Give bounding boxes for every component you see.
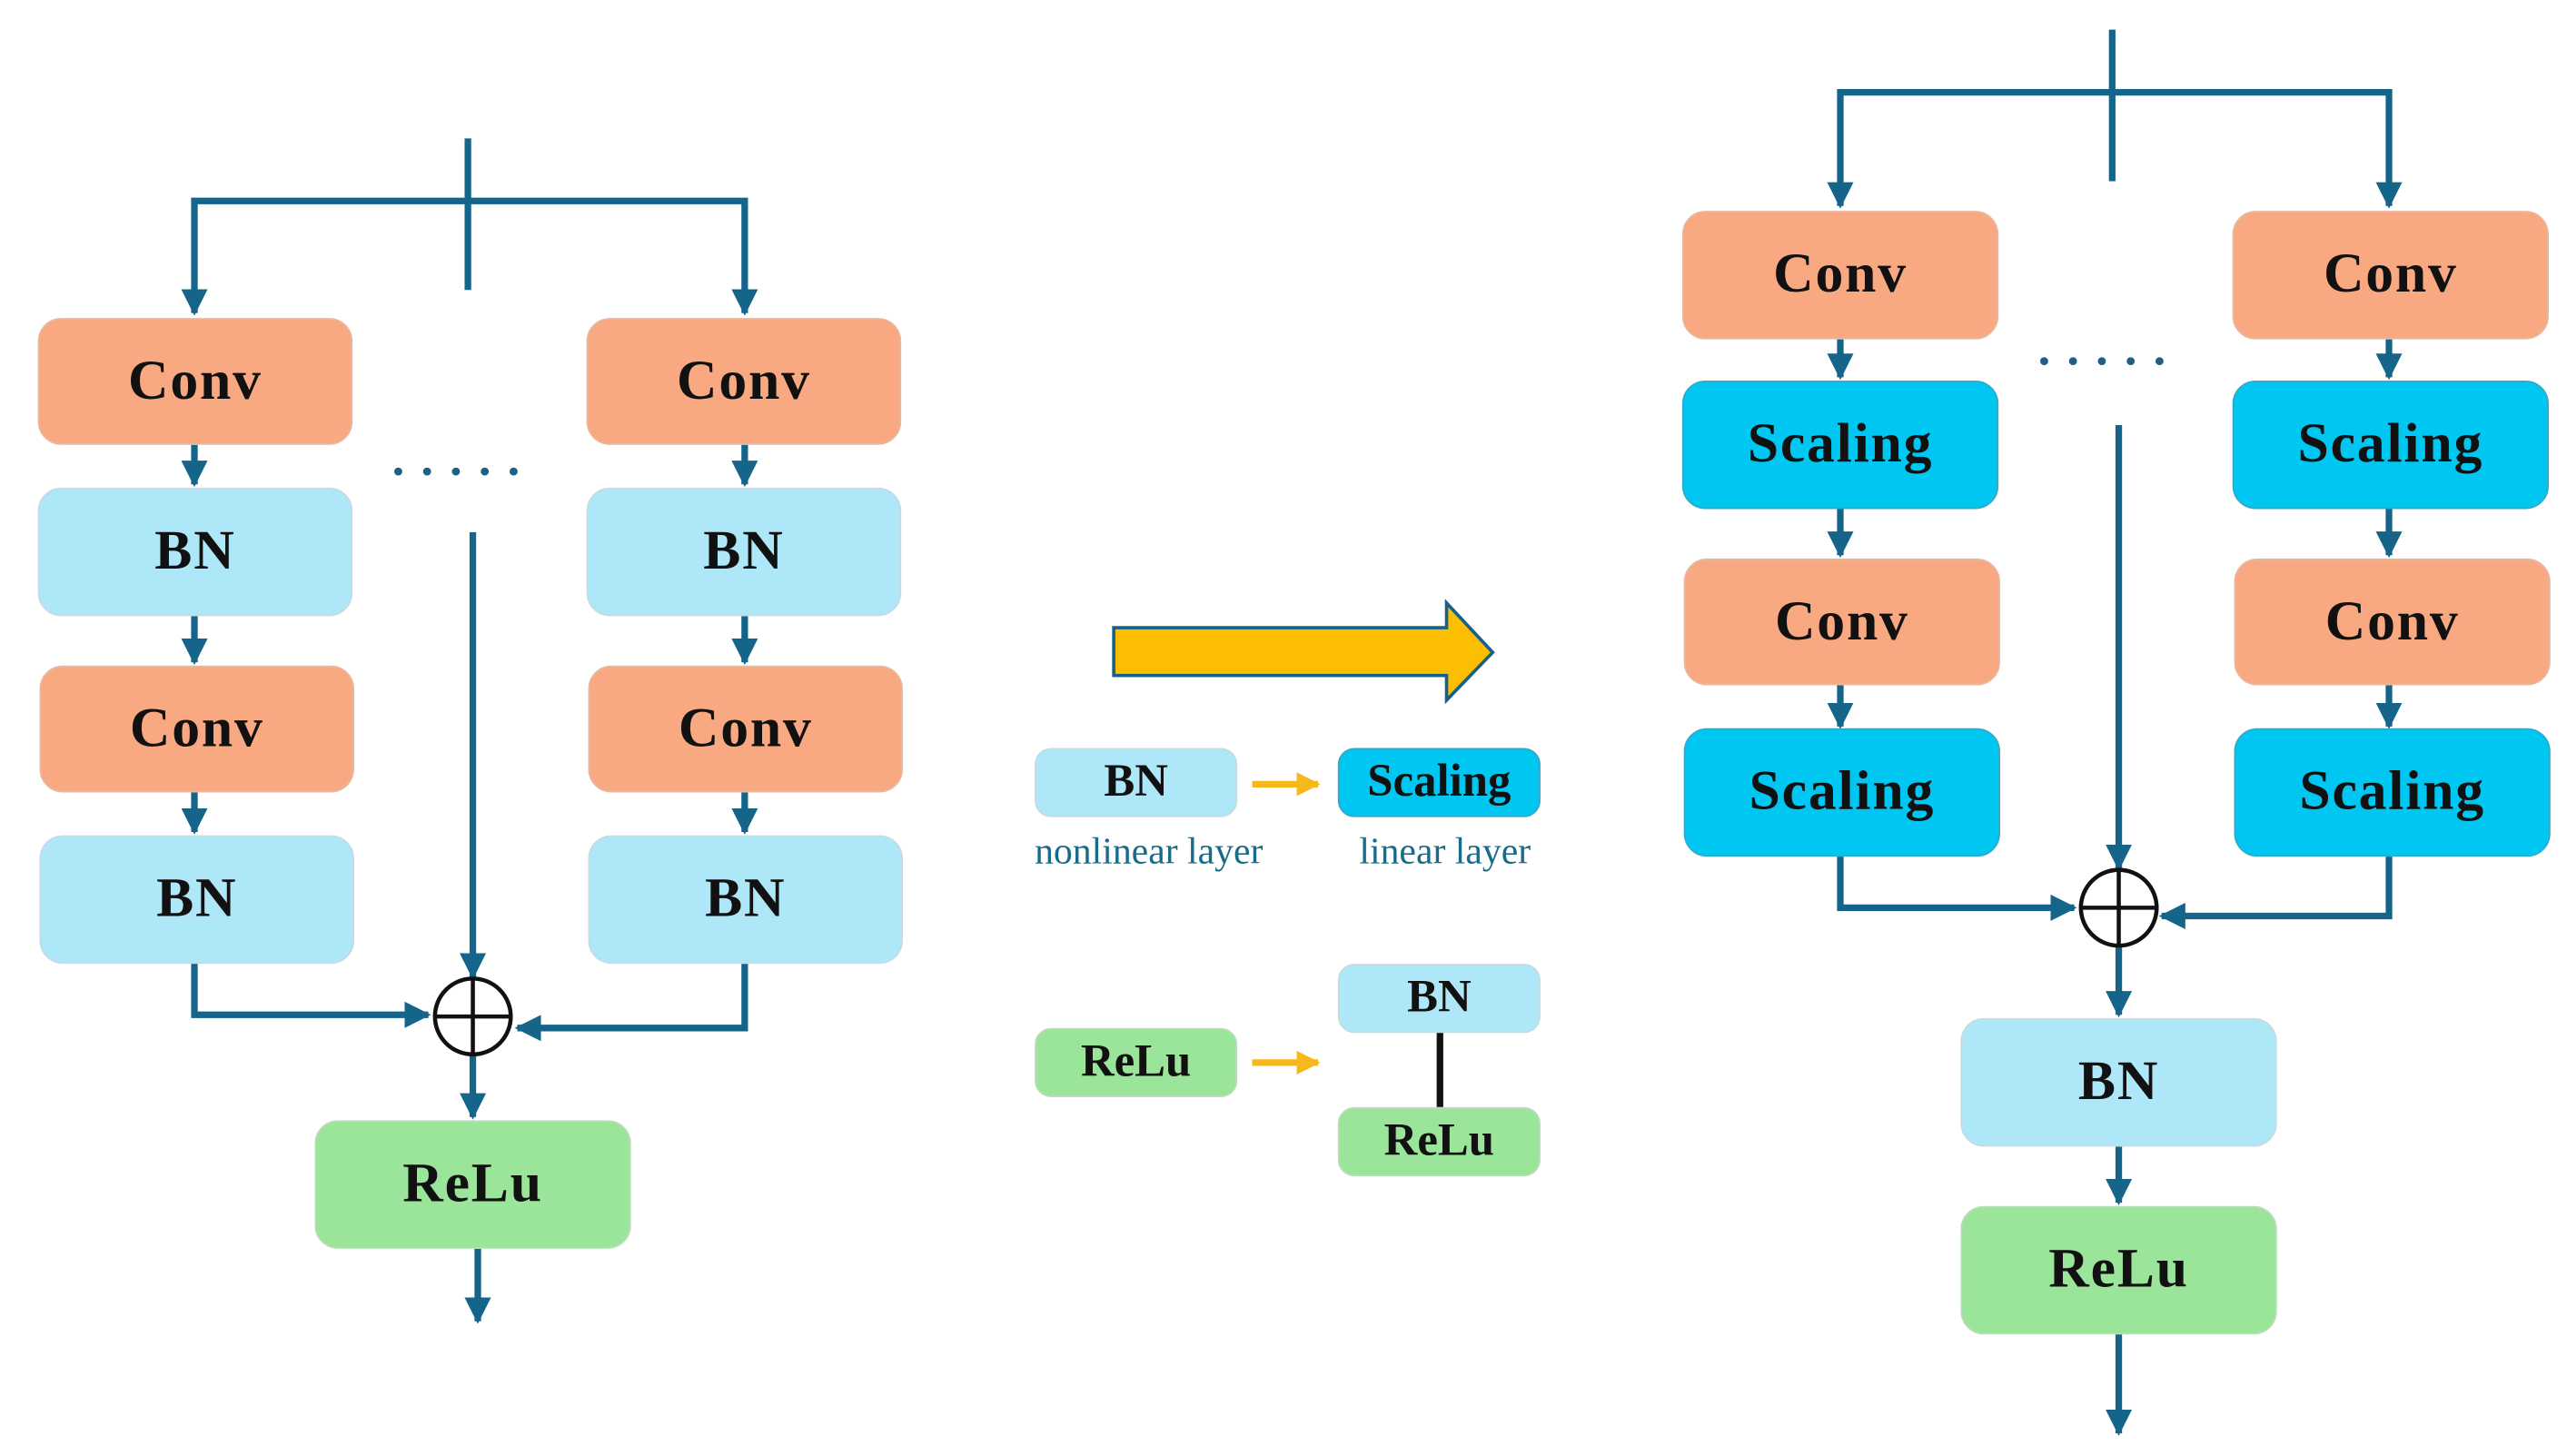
right-b-scaling-1: Scaling [2232,380,2549,510]
right-b-to-sum [2158,857,2393,929]
right-a-scaling-1: Scaling [1681,380,1999,510]
right-a-conv-2: Conv [1683,558,2000,686]
right-connections [1827,29,2403,1436]
legend-bn-box: BN [1035,748,1238,817]
right-b-conv-2: Conv [2234,558,2551,686]
left-sum-node [432,976,513,1057]
left-relu: ReLu [314,1120,631,1249]
right-relu: ReLu [1960,1205,2277,1335]
right-a-conv-1: Conv [1681,211,1999,340]
left-b-to-sum [514,964,748,1042]
transform-arrow [1112,599,1495,705]
left-b-conv-1: Conv [586,318,902,445]
right-sum-node [2078,867,2159,948]
left-connections [181,138,758,1324]
left-a-bn-2: BN [39,835,354,965]
right-b-conv-1: Conv [2232,211,2549,340]
legend-scaling-box: Scaling [1337,748,1541,817]
left-a-conv-2: Conv [39,665,354,793]
left-a-to-sum [191,964,431,1028]
left-split-line [181,197,758,316]
legend-arrows [1252,772,1321,1075]
right-split-line [1827,88,2403,209]
left-a-conv-1: Conv [37,318,353,445]
right-b-scaling-2: Scaling [2234,728,2551,857]
legend-nonlinear-caption: nonlinear layer [1035,830,1264,872]
right-a-scaling-2: Scaling [1683,728,2000,857]
legend-linear-caption: linear layer [1359,830,1531,872]
left-b-conv-2: Conv [588,665,903,793]
legend-fused-relu-box: ReLu [1337,1106,1541,1177]
right-ellipsis: ..... [2037,321,2183,376]
legend-fused-bn-box: BN [1337,964,1541,1034]
left-a-bn-1: BN [37,487,353,617]
left-b-bn-2: BN [588,835,903,965]
left-b-bn-1: BN [586,487,902,617]
left-ellipsis: ..... [391,431,537,487]
right-bn: BN [1960,1017,2277,1147]
legend-relu-box: ReLu [1035,1027,1238,1097]
right-a-to-sum [1837,857,2077,921]
